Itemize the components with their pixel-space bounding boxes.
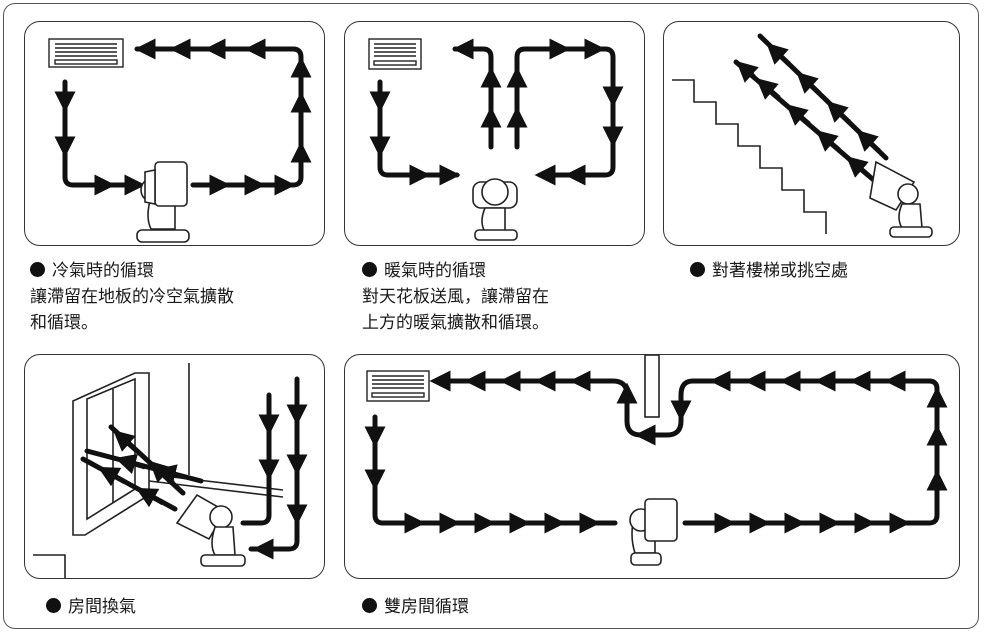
stairs-diagram [672, 33, 933, 238]
bullet-icon [690, 262, 705, 277]
caption-line: 和循環。 [30, 313, 98, 333]
fan-icon [869, 160, 933, 238]
direction-arrowheads [97, 395, 308, 560]
caption-title: 冷氣時的循環 [52, 261, 154, 281]
fan-icon [175, 493, 246, 567]
airflow-arrows [733, 33, 889, 185]
caption-line: 對天花板送風，讓滯留在 [362, 287, 549, 307]
two-room-diagram [364, 355, 948, 566]
direction-arrowheads [54, 38, 312, 196]
direction-arrowheads [369, 38, 624, 186]
air-conditioner-icon [366, 370, 430, 402]
air-conditioner-icon [48, 38, 124, 68]
direction-arrowheads [364, 370, 948, 534]
bullet-icon [46, 598, 61, 613]
panel-cooling [24, 21, 325, 246]
cooling-diagram [48, 38, 312, 243]
bullet-icon [362, 598, 377, 613]
air-conditioner-icon [368, 38, 422, 70]
bullet-icon [30, 262, 45, 277]
bullet-icon [362, 262, 377, 277]
caption-ventilation: 房間換氣 [46, 594, 136, 620]
caption-stairs: 對著樓梯或挑空處 [690, 258, 848, 284]
staircase-outline [672, 79, 827, 234]
caption-heating: 暖氣時的循環 對天花板送風，讓滯留在 上方的暖氣擴散和循環。 [362, 258, 549, 336]
caption-title: 雙房間循環 [384, 597, 469, 617]
caption-line: 讓滯留在地板的冷空氣擴散 [30, 287, 234, 307]
caption-line: 上方的暖氣擴散和循環。 [362, 313, 549, 333]
panel-heating [344, 21, 645, 246]
partition-wall [644, 355, 660, 418]
panel-stairs [663, 21, 960, 246]
fan-icon [136, 161, 190, 243]
direction-arrowheads [736, 42, 881, 178]
fan-icon [629, 498, 678, 566]
caption-cooling: 冷氣時的循環 讓滯留在地板的冷空氣擴散 和循環。 [30, 258, 234, 336]
outer-frame [3, 3, 979, 629]
heating-diagram [368, 38, 624, 241]
caption-two-room: 雙房間循環 [362, 594, 469, 620]
airflow-arrows [377, 46, 616, 178]
caption-title: 對著樓梯或挑空處 [712, 261, 848, 281]
caption-title: 房間換氣 [68, 597, 136, 617]
fan-icon [472, 178, 518, 241]
panel-ventilation [24, 354, 325, 579]
caption-title: 暖氣時的循環 [384, 261, 486, 281]
panel-two-room [344, 354, 960, 579]
ventilation-diagram [33, 363, 308, 578]
